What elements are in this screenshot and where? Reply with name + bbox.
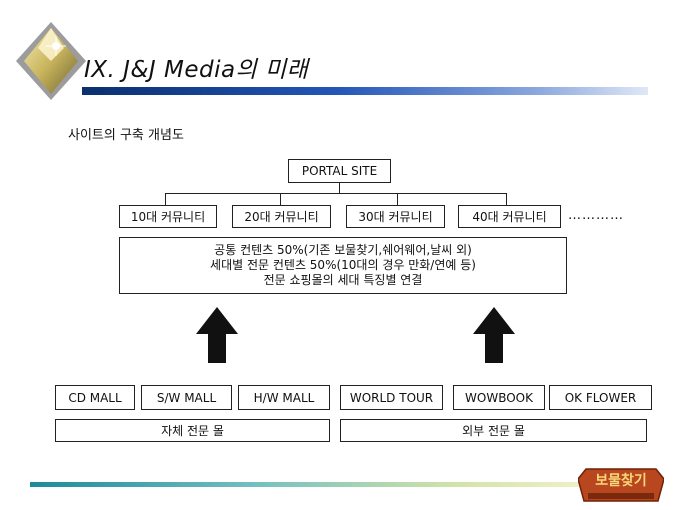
- mall-box-wowbook: WOWBOOK: [453, 385, 545, 410]
- logo-badge-shape: [578, 468, 664, 502]
- treasure-hunt-logo: 보물찾기: [578, 467, 664, 503]
- diamond-ornament: [16, 22, 86, 100]
- community-box-30s: 30대 커뮤니티: [346, 205, 445, 228]
- content-line-common: 공통 컨텐츠 50%(기존 보물찾기,쉐어웨어,날씨 외): [214, 243, 472, 257]
- portal-stem-line: [339, 183, 340, 193]
- up-arrow-icon: [473, 307, 515, 363]
- title-underline-bar: [82, 87, 648, 95]
- branch-drop-1: [165, 193, 166, 205]
- branch-drop-4: [506, 193, 507, 205]
- internal-mall-group-label: 자체 전문 몰: [55, 419, 330, 442]
- logo-main-text: 보물찾기: [595, 473, 647, 489]
- mall-box-hw: H/W MALL: [238, 385, 330, 410]
- more-communities-ellipsis: …………: [568, 208, 624, 223]
- branch-drop-2: [280, 193, 281, 205]
- mall-box-cd: CD MALL: [55, 385, 135, 410]
- community-box-40s: 40대 커뮤니티: [458, 205, 561, 228]
- branch-drop-3: [397, 193, 398, 205]
- mall-box-ok-flower: OK FLOWER: [549, 385, 652, 410]
- diagram-subtitle: 사이트의 구축 개념도: [68, 128, 184, 143]
- footer-gradient-bar: [30, 482, 590, 487]
- community-box-20s: 20대 커뮤니티: [232, 205, 331, 228]
- portal-site-box: PORTAL SITE: [288, 159, 391, 183]
- community-box-10s: 10대 커뮤니티: [119, 205, 217, 228]
- mall-box-world-tour: WORLD TOUR: [340, 385, 443, 410]
- up-arrow-icon: [196, 307, 238, 363]
- community-branch-line: [165, 193, 506, 194]
- mall-box-sw: S/W MALL: [141, 385, 232, 410]
- content-description-box: 공통 컨텐츠 50%(기존 보물찾기,쉐어웨어,날씨 외) 세대별 전문 컨텐츠…: [119, 237, 567, 294]
- page-title: IX. J&J Media의 미래: [84, 57, 309, 83]
- external-mall-group-label: 외부 전문 몰: [340, 419, 647, 442]
- content-line-generation: 세대별 전문 컨텐츠 50%(10대의 경우 만화/연예 등): [210, 258, 476, 272]
- content-line-shopping: 전문 쇼핑몰의 세대 특징별 연결: [263, 273, 423, 287]
